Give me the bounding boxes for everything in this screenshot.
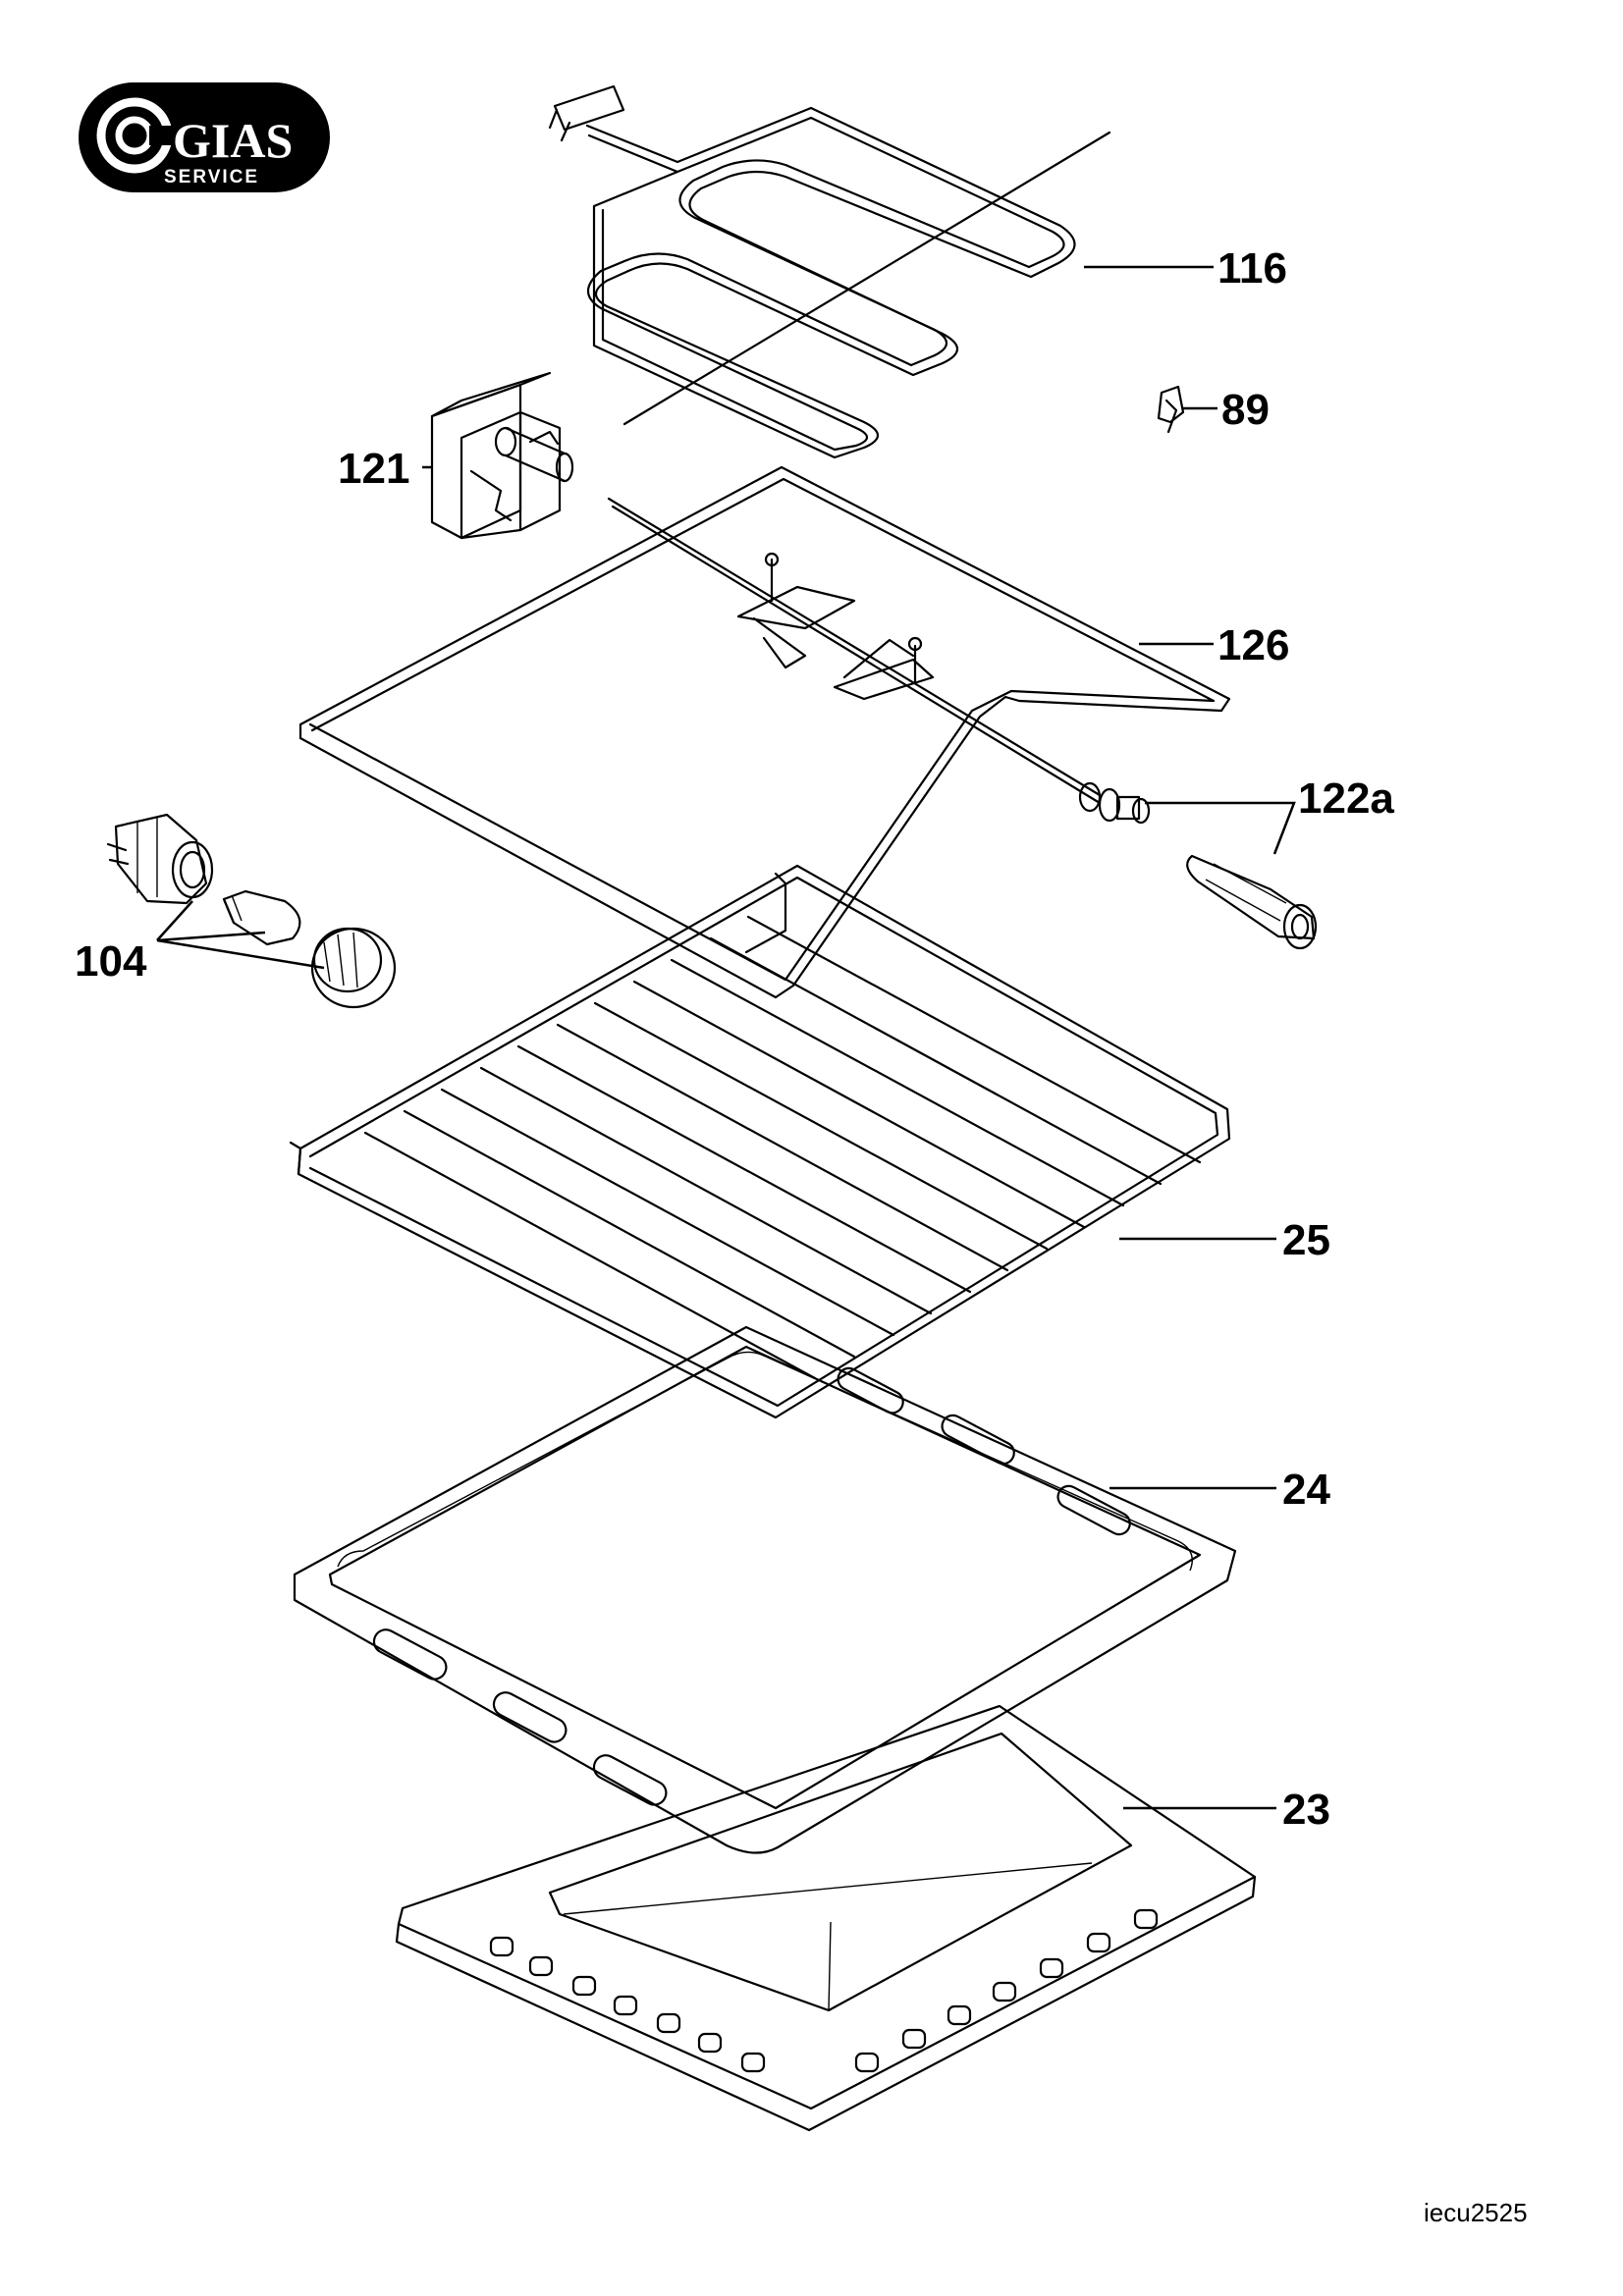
label-122a: 122a [1298, 774, 1394, 823]
label-126: 126 [1217, 621, 1289, 669]
gias-service-logo: GIAS SERVICE [79, 82, 330, 192]
label-121: 121 [338, 445, 409, 493]
part-122a-spit-handle [1186, 854, 1318, 950]
part-116-grill-element [548, 84, 1111, 459]
part-24-baking-tray [293, 1325, 1237, 1854]
label-24: 24 [1282, 1466, 1330, 1514]
part-104-lamp-assembly [106, 813, 397, 1009]
label-23: 23 [1282, 1786, 1330, 1834]
part-89-clip [1157, 385, 1185, 434]
leader-lines [156, 265, 1296, 1810]
label-25: 25 [1282, 1216, 1330, 1264]
label-116: 116 [1217, 244, 1287, 293]
reference-code: iecu2525 [1424, 2198, 1528, 2227]
part-121-switch [430, 371, 574, 540]
part-25-wire-shelf [289, 864, 1231, 1419]
logo-sub: SERVICE [164, 167, 259, 187]
part-126-rotisserie-frame [298, 465, 1231, 999]
label-89: 89 [1221, 386, 1270, 434]
logo-brand: GIAS [173, 113, 293, 168]
label-104: 104 [75, 937, 147, 986]
part-23-oven-floor-pan [395, 1704, 1257, 2132]
